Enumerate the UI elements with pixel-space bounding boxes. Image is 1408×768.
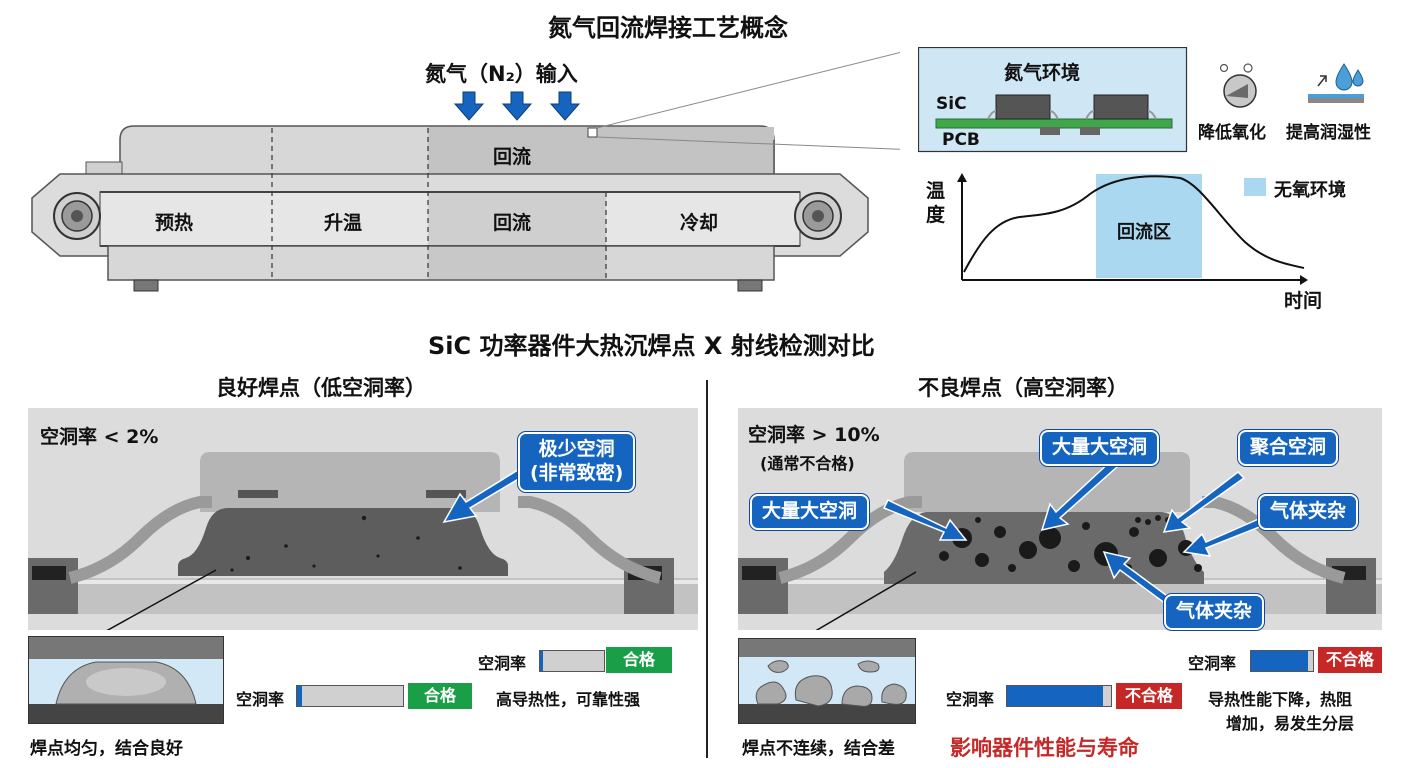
nitrogen-arrows bbox=[453, 91, 581, 121]
inset-pcb-label: PCB bbox=[942, 130, 980, 150]
good-bar-bottom-track bbox=[296, 685, 404, 707]
good-callout-line-1: 极少空洞 bbox=[538, 438, 615, 460]
good-description: 高导热性，可靠性强 bbox=[496, 690, 641, 709]
bad-void-note: (通常不合格) bbox=[760, 454, 855, 473]
bad-description-line-1: 导热性能下降，热阻 bbox=[1208, 690, 1353, 709]
good-badge-top: 合格 bbox=[606, 647, 672, 673]
profile-x-label: 时间 bbox=[1284, 290, 1323, 312]
bad-bar-top-track bbox=[1250, 650, 1314, 672]
good-detail-cross-section bbox=[28, 636, 224, 724]
reduce-oxidation-icon bbox=[1219, 63, 1257, 108]
bad-void-rate: 空洞率 > 10% bbox=[748, 424, 880, 446]
section-title: SiC 功率器件大热沉焊点 X 射线检测对比 bbox=[428, 332, 875, 360]
bad-description-line-2: 增加，易发生分层 bbox=[1226, 714, 1355, 733]
bad-callout-gas-inclusion-right: 气体夹杂 bbox=[1258, 494, 1359, 530]
bad-bar-bottom-fill bbox=[1007, 686, 1103, 706]
legend-swatch bbox=[1244, 178, 1266, 196]
zone-ramp: 升温 bbox=[324, 212, 363, 234]
profile-y-label-2: 度 bbox=[926, 204, 946, 226]
bad-callout-merged-voids: 聚合空洞 bbox=[1238, 430, 1339, 466]
benefit-improve-wetting: 提高润湿性 bbox=[1286, 123, 1371, 143]
profile-y-label-1: 温 bbox=[926, 180, 946, 202]
bad-bar-top-label: 空洞率 bbox=[1188, 654, 1237, 673]
legend-oxygen-free: 无氧环境 bbox=[1274, 180, 1346, 201]
reflow-region bbox=[1096, 174, 1202, 278]
roller-right bbox=[794, 192, 842, 240]
bad-impact-warning: 影响器件性能与寿命 bbox=[950, 736, 1139, 760]
inset-title: 氮气环境 bbox=[1004, 62, 1081, 84]
good-bar-bottom-label: 空洞率 bbox=[236, 690, 285, 709]
good-bar-bottom-fill bbox=[297, 686, 303, 706]
nitrogen-input-label: 氮气（N₂）输入 bbox=[425, 62, 578, 86]
improve-wetting-icon bbox=[1308, 63, 1364, 103]
bad-bar-bottom-track bbox=[1006, 685, 1112, 707]
zone-cooling: 冷却 bbox=[680, 212, 719, 234]
good-void-rate: 空洞率 < 2% bbox=[40, 426, 159, 448]
panel-divider bbox=[706, 380, 708, 758]
bad-callout-arrows bbox=[882, 458, 1273, 606]
sic-chip-right bbox=[1080, 94, 1157, 135]
good-bar-top-track bbox=[539, 650, 605, 672]
good-callout-few-voids: 极少空洞 (非常致密) bbox=[518, 432, 636, 492]
bad-bar-bottom-label: 空洞率 bbox=[946, 690, 995, 709]
bad-heading: 不良焊点（高空洞率） bbox=[918, 376, 1128, 400]
good-callout-line-2: (非常致密) bbox=[530, 461, 624, 484]
oven-top-zone-label: 回流 bbox=[493, 146, 532, 168]
good-heading: 良好焊点（低空洞率） bbox=[216, 376, 426, 400]
inset-sic-label: SiC bbox=[936, 94, 967, 114]
bad-callout-large-voids-center: 大量大空洞 bbox=[1040, 430, 1160, 466]
temperature-curve bbox=[963, 175, 1305, 273]
bad-detail-caption: 焊点不连续，结合差 bbox=[742, 739, 895, 759]
sic-chip-left bbox=[987, 94, 1060, 135]
bad-badge-top: 不合格 bbox=[1318, 647, 1382, 673]
reflow-oven bbox=[31, 51, 900, 292]
temperature-profile-chart bbox=[957, 173, 1308, 285]
bad-detail-cross-section bbox=[738, 638, 916, 724]
zone-preheat: 预热 bbox=[155, 212, 194, 234]
profile-region-label: 回流区 bbox=[1117, 222, 1171, 243]
bad-callout-large-voids-left: 大量大空洞 bbox=[750, 494, 870, 530]
good-bar-top-fill bbox=[540, 651, 544, 671]
good-bar-top-label: 空洞率 bbox=[478, 654, 527, 673]
good-xray-image bbox=[28, 408, 698, 630]
bad-bar-top-fill bbox=[1251, 651, 1309, 671]
good-detail-caption: 焊点均匀，结合良好 bbox=[30, 739, 183, 759]
main-title: 氮气回流焊接工艺概念 bbox=[548, 14, 788, 42]
zone-reflow: 回流 bbox=[493, 212, 532, 234]
roller-left bbox=[53, 192, 101, 240]
benefit-reduce-oxidation: 降低氧化 bbox=[1198, 123, 1266, 143]
bad-callout-gas-inclusion-bottom: 气体夹杂 bbox=[1164, 594, 1265, 630]
nitrogen-inset bbox=[918, 47, 1188, 153]
good-badge-bottom: 合格 bbox=[408, 683, 472, 709]
bad-badge-bottom: 不合格 bbox=[1116, 683, 1182, 709]
